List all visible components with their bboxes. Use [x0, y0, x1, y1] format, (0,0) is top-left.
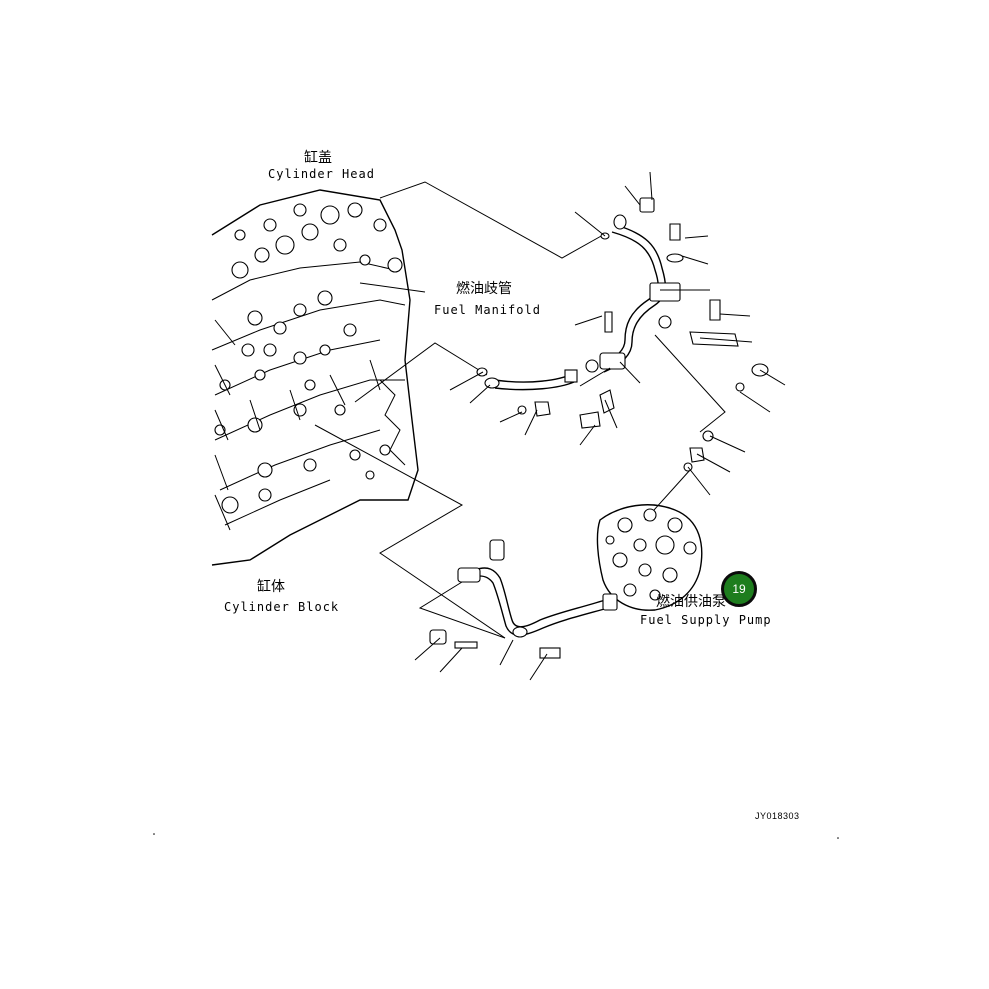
- fuel-pump-drawing: [596, 504, 703, 611]
- fuel-return-pipe: [429, 539, 618, 659]
- drawing-code: JY018303: [755, 811, 800, 821]
- label-leaders: [314, 181, 726, 639]
- cylinder-block-label-cn: 缸体: [257, 579, 285, 595]
- fuel-manifold-label-en: Fuel Manifold: [434, 303, 541, 317]
- fuel-manifold-label-cn: 燃油歧管: [456, 281, 512, 297]
- engine-block-drawing: [211, 189, 419, 566]
- cylinder-head-label-en: Cylinder Head: [268, 167, 375, 181]
- callout-badge-19[interactable]: 19: [721, 571, 757, 607]
- fuel-manifold-pipe: [476, 224, 681, 414]
- fuel-pump-label-en: Fuel Supply Pump: [640, 613, 772, 627]
- part-leaders: [414, 171, 786, 681]
- cylinder-block-label-en: Cylinder Block: [224, 600, 340, 614]
- cylinder-head-label-cn: 缸盖: [304, 150, 332, 166]
- fuel-pump-label-cn: 燃油供油泵: [656, 594, 726, 610]
- small-parts: [517, 197, 769, 472]
